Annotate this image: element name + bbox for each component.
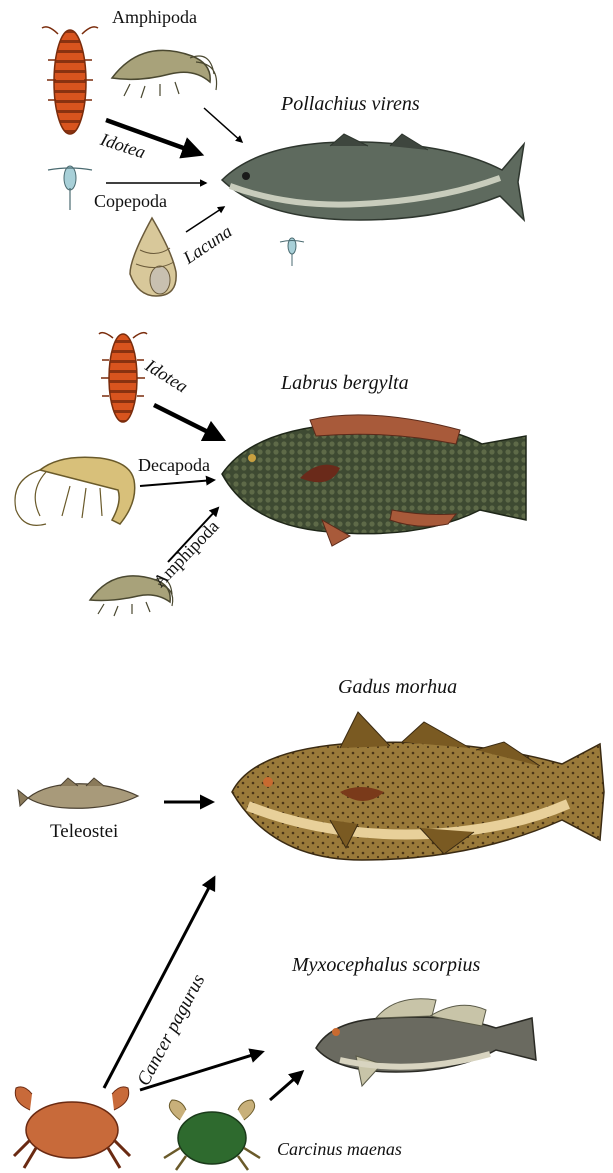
- prey-label-copepoda: Copepoda: [94, 192, 167, 210]
- gadus-morhua-fish: [232, 712, 604, 860]
- cancer-pagurus-illustration: [14, 1087, 130, 1168]
- amphipoda-illustration-1: [112, 50, 217, 98]
- idotea-illustration-1: [42, 27, 98, 134]
- prey-label-teleostei: Teleostei: [50, 822, 118, 841]
- decapoda-illustration: [15, 457, 135, 525]
- predator-label-myxocephalus-scorpius: Myxocephalus scorpius: [292, 955, 480, 975]
- predator-label-pollachius-virens: Pollachius virens: [281, 94, 420, 114]
- copepoda-illustration-1: [48, 166, 92, 210]
- prey-label-amphipoda-1: Amphipoda: [112, 8, 197, 26]
- small-copepod-illustration: [280, 238, 304, 266]
- predator-label-gadus-morhua: Gadus morhua: [338, 677, 457, 697]
- teleostei-illustration: [18, 778, 138, 808]
- prey-label-carcinus-maenas: Carcinus maenas: [277, 1140, 402, 1158]
- prey-label-decapoda: Decapoda: [138, 456, 210, 474]
- carcinus-maenas-illustration: [164, 1100, 260, 1170]
- pollachius-virens-fish: [222, 134, 524, 220]
- labrus-bergylta-fish: [222, 415, 526, 546]
- predator-label-labrus-bergylta: Labrus bergylta: [281, 373, 409, 393]
- idotea-illustration-2: [99, 333, 147, 422]
- lacuna-illustration: [130, 218, 176, 296]
- myxocephalus-scorpius-fish: [316, 999, 536, 1086]
- panel-1-arrows: [106, 108, 242, 232]
